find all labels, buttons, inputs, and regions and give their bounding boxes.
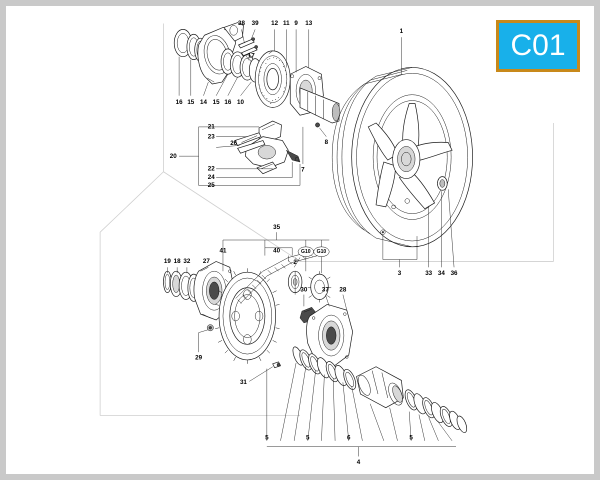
- leader-lines-top-top: [241, 29, 309, 73]
- callout-14: 14: [200, 99, 207, 106]
- shaft-leader-lines: [266, 362, 456, 457]
- callout-27: 27: [203, 258, 210, 265]
- callout-24: 24: [208, 174, 215, 181]
- callout-11: 11: [283, 20, 290, 27]
- drive-shaft-assembly: [292, 346, 468, 433]
- callout-4: 4: [357, 459, 361, 466]
- bolt-31: [272, 361, 281, 369]
- callout-39: 39: [252, 20, 259, 27]
- chain-group-bracket: [222, 232, 330, 295]
- left-ring-stack: [163, 270, 200, 302]
- callout-15b: 15: [213, 99, 220, 106]
- callout-6: 6: [347, 435, 351, 442]
- label-17-group: 17: [245, 52, 255, 61]
- callout-16b: 16: [224, 99, 231, 106]
- callout-16a: 16: [176, 99, 183, 106]
- label-2-group: 2: [293, 257, 301, 268]
- callout-28: 28: [339, 286, 346, 293]
- hub-left-labels: 19 18 32 27: [164, 258, 210, 265]
- section-code-label: C01: [510, 29, 566, 62]
- callout-29: 29: [195, 355, 202, 362]
- front-hub-assembly: [173, 22, 341, 128]
- callout-21: 21: [208, 124, 215, 131]
- callout-g10-b: G10: [317, 249, 327, 255]
- bolt-29: [206, 324, 214, 332]
- rear-sprocket: [215, 268, 280, 364]
- callout-g10-a: G10: [301, 249, 311, 255]
- callout-17: 17: [248, 52, 255, 59]
- hardware-item-8: [315, 122, 320, 128]
- right-hub-carrier: [306, 303, 353, 368]
- parts-diagram-svg: 16 15 14 15 16 10 38 39 12 11 9 13 17: [99, 20, 554, 466]
- carrier-mount-tabs: [223, 22, 244, 42]
- callout-32: 32: [183, 258, 190, 265]
- callout-41: 41: [220, 247, 227, 254]
- callout-38: 38: [238, 20, 245, 27]
- caliper-labels: 20 21 23 26 22 24 25: [170, 124, 238, 190]
- callout-23: 23: [208, 133, 215, 140]
- callout-15a: 15: [187, 99, 194, 106]
- section-code-badge: C01: [496, 20, 580, 72]
- labels-top-bottom-row: 16 15 14 15 16 10: [176, 99, 245, 106]
- label-8-group: 8: [319, 127, 329, 146]
- callout-5b: 5: [306, 435, 310, 442]
- callout-36: 36: [451, 270, 458, 277]
- caliper-leader-lines: [179, 126, 301, 186]
- hub-left-leaders: [167, 265, 209, 274]
- callout-10: 10: [237, 99, 244, 106]
- callout-2: 2: [293, 259, 297, 266]
- callout-40: 40: [273, 247, 280, 254]
- wheel-spokes: [367, 103, 453, 210]
- callout-13: 13: [305, 20, 312, 27]
- leader-lines-top-bottom: [178, 56, 252, 96]
- callout-3: 3: [398, 270, 402, 277]
- labels-top-top-row: 38 39 12 11 9 13: [238, 20, 313, 27]
- pin-hardware-38-39: [238, 37, 258, 57]
- chain-group-labels: 35 41 40 G10 G10: [220, 224, 330, 257]
- callout-34: 34: [438, 270, 445, 277]
- callout-8: 8: [325, 139, 329, 146]
- callout-33: 33: [425, 270, 432, 277]
- callout-30: 30: [300, 286, 307, 293]
- final-drive-assembly: [163, 249, 353, 369]
- rear-wheel-rim: [331, 67, 473, 248]
- callout-5c: 5: [409, 435, 413, 442]
- callout-22: 22: [208, 165, 215, 172]
- callout-7: 7: [301, 166, 305, 173]
- callout-18: 18: [174, 258, 181, 265]
- wheel-bottom-labels: 3 33 34 36: [398, 270, 458, 277]
- callout-37: 37: [322, 286, 329, 293]
- callout-31: 31: [240, 379, 247, 386]
- callout-5a: 5: [265, 435, 269, 442]
- callout-9: 9: [294, 20, 298, 27]
- callout-20: 20: [170, 153, 177, 160]
- callout-19: 19: [164, 258, 171, 265]
- callout-35: 35: [273, 224, 280, 231]
- shaft-labels: 5 5 6 5 4: [265, 435, 413, 466]
- callout-26: 26: [230, 140, 237, 147]
- brake-caliper-assembly: [234, 120, 301, 175]
- callout-25: 25: [208, 182, 215, 189]
- callout-1: 1: [400, 28, 404, 35]
- brake-disc-rotor: [254, 50, 291, 108]
- label-1-group: 1: [400, 28, 404, 75]
- misc-lower-labels: 29 31 30 37 28: [195, 286, 348, 386]
- label-7-group: 7: [301, 126, 305, 173]
- panel-dividers: [99, 23, 554, 416]
- callout-12: 12: [271, 20, 278, 27]
- wheel-bottom-leaders: [382, 189, 455, 268]
- axle-shaft-stub: [299, 87, 341, 124]
